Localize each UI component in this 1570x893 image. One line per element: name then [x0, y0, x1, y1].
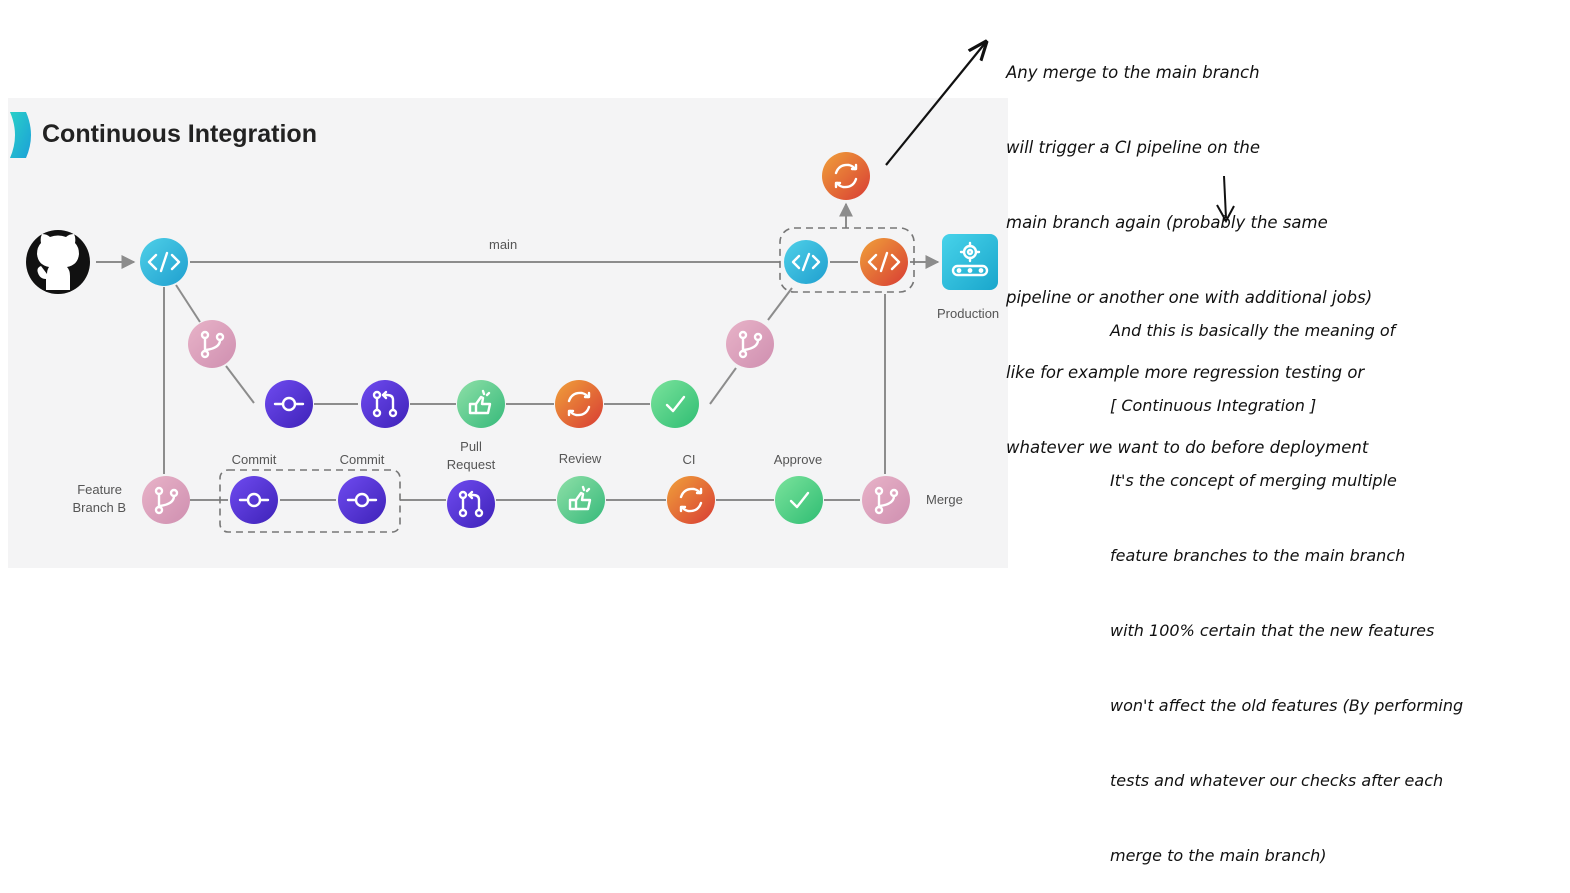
commit-2-label: Commit	[340, 452, 385, 467]
row-b-pull-request-node[interactable]	[447, 480, 495, 528]
note-top-line: will trigger a CI pipeline on the	[1006, 138, 1261, 157]
branch-icon	[874, 486, 899, 515]
commit-group-box	[219, 469, 401, 533]
ci-label: CI	[683, 452, 696, 467]
ci-sync-icon	[834, 163, 858, 189]
pull-request-label-line-2: Request	[447, 457, 496, 472]
edge-a6	[767, 287, 793, 321]
note-top: Any merge to the main branch will trigge…	[1006, 10, 1372, 485]
note-bottom-line: And this is basically the meaning of	[1110, 321, 1396, 340]
feature-label-line-1: Feature	[77, 482, 122, 497]
check-icon	[789, 491, 810, 509]
ci-sync-icon	[567, 391, 591, 417]
github-icon[interactable]	[26, 230, 90, 294]
row-b-merge-node[interactable]	[862, 476, 910, 524]
page-title: Continuous Integration	[42, 120, 317, 148]
branch-a-node[interactable]	[188, 320, 236, 368]
note-bottom-line: tests and whatever our checks after each	[1110, 771, 1444, 790]
check-icon	[665, 395, 686, 413]
approve-label: Approve	[774, 452, 822, 467]
gear-conveyor-icon	[951, 241, 989, 277]
note-bottom-line: feature branches to the main branch	[1110, 546, 1406, 565]
code-icon	[147, 251, 181, 273]
code-icon	[791, 252, 821, 272]
merge-group-box	[779, 227, 915, 293]
merged-ci-code-node[interactable]	[860, 238, 908, 286]
annotation-arrow-down	[1216, 175, 1235, 224]
note-top-line: like for example more regression testing…	[1006, 363, 1365, 382]
edge-branch-a-commit	[225, 365, 255, 404]
branch-icon	[738, 330, 763, 359]
row-b-commit-1-node[interactable]	[230, 476, 278, 524]
commit-icon	[238, 492, 270, 508]
note-bottom-line: merge to the main branch)	[1110, 846, 1327, 865]
main-branch-label: main	[489, 237, 517, 252]
note-top-line: pipeline or another one with additional …	[1006, 288, 1373, 307]
pull-request-icon	[372, 390, 398, 418]
merge-label: Merge	[926, 492, 963, 507]
note-bottom: And this is basically the meaning of [ C…	[1110, 268, 1463, 893]
row-a-pull-request-node[interactable]	[361, 380, 409, 428]
note-bottom-line: with 100% certain that the new features	[1110, 621, 1435, 640]
ci-diagram: Continuous Integration main	[8, 0, 1235, 568]
branch-icon	[200, 330, 225, 359]
row-a-approve-node[interactable]	[651, 380, 699, 428]
commit-icon	[273, 396, 305, 412]
row-a-commit-node[interactable]	[265, 380, 313, 428]
note-top-line: main branch again (probably the same	[1006, 213, 1328, 232]
row-b-ci-node[interactable]	[667, 476, 715, 524]
review-icon	[468, 389, 492, 415]
edge-a5	[709, 367, 737, 405]
note-top-line: whatever we want to do before deployment	[1006, 438, 1369, 457]
row-b-review-node[interactable]	[557, 476, 605, 524]
production-label: Production	[937, 306, 999, 321]
note-top-line: Any merge to the main branch	[1006, 63, 1260, 82]
note-bottom-line: won't affect the old features (By perfor…	[1110, 696, 1464, 715]
feature-label-line-2: Branch B	[73, 500, 126, 515]
annotation-arrow-up	[885, 42, 986, 166]
note-bottom-line: It's the concept of merging multiple	[1110, 471, 1397, 490]
pull-request-label-line-1: Pull	[460, 439, 482, 454]
edge-main-branch-a	[175, 284, 201, 323]
review-label: Review	[559, 451, 602, 466]
pull-request-icon	[458, 490, 484, 518]
merged-main-code-node[interactable]	[784, 240, 828, 284]
production-node[interactable]	[942, 234, 998, 290]
ci-sync-icon	[679, 487, 703, 513]
branch-a-merge-node[interactable]	[726, 320, 774, 368]
rerun-ci-node[interactable]	[822, 152, 870, 200]
commit-icon	[346, 492, 378, 508]
row-a-ci-node[interactable]	[555, 380, 603, 428]
title-mark-icon	[10, 112, 31, 158]
commit-1-label: Commit	[232, 452, 277, 467]
branch-icon	[154, 486, 179, 515]
row-b-commit-2-node[interactable]	[338, 476, 386, 524]
main-code-node[interactable]	[140, 238, 188, 286]
feature-b-branch-node[interactable]	[142, 476, 190, 524]
row-a-review-node[interactable]	[457, 380, 505, 428]
review-icon	[568, 485, 592, 511]
row-b-approve-node[interactable]	[775, 476, 823, 524]
code-icon	[867, 251, 901, 273]
note-bottom-line: [ Continuous Integration ]	[1110, 396, 1317, 415]
